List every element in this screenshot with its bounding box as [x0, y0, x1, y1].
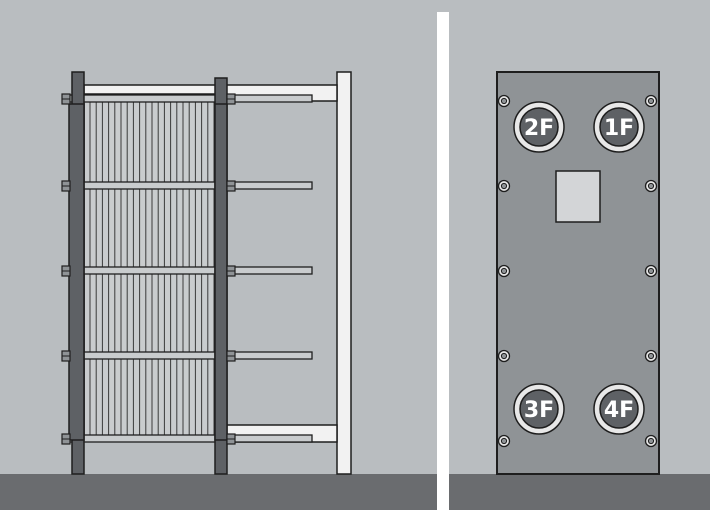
- cover-bolt-center: [500, 437, 508, 445]
- support-column: [336, 71, 352, 475]
- side-view: [61, 71, 352, 475]
- cover-bolt-center: [647, 97, 655, 105]
- tie-rod: [65, 351, 313, 360]
- port-label-1f: 1F: [604, 116, 634, 141]
- port-label-2f: 2F: [524, 116, 554, 141]
- port-4f: 4F: [593, 383, 645, 435]
- tie-rod: [65, 266, 313, 275]
- port-1f: 1F: [593, 101, 645, 153]
- tie-rod: [65, 94, 313, 103]
- cover-bolt-center: [647, 182, 655, 190]
- front-bolts: [497, 94, 658, 448]
- port-label-3f: 3F: [524, 398, 554, 423]
- bolt-nuts: [61, 93, 236, 445]
- cover-bolt-center: [500, 267, 508, 275]
- fixed-frame-plate: [68, 71, 85, 475]
- tie-rod: [65, 434, 313, 443]
- port-label-4f: 4F: [604, 398, 634, 423]
- cover-bolt-center: [647, 352, 655, 360]
- cover-bolt-center: [500, 182, 508, 190]
- inspection-window: [555, 170, 601, 223]
- cover-bolt-center: [500, 352, 508, 360]
- port-3f: 3F: [513, 383, 565, 435]
- view-divider: [437, 12, 449, 510]
- tie-rod: [65, 181, 313, 190]
- cover-bolt-center: [647, 267, 655, 275]
- floor: [0, 474, 710, 510]
- cover-bolt-center: [647, 437, 655, 445]
- port-2f: 2F: [513, 101, 565, 153]
- pressure-plate: [214, 77, 228, 475]
- front-view: 2F 1F 3F 4F: [496, 71, 660, 475]
- cover-bolt-center: [500, 97, 508, 105]
